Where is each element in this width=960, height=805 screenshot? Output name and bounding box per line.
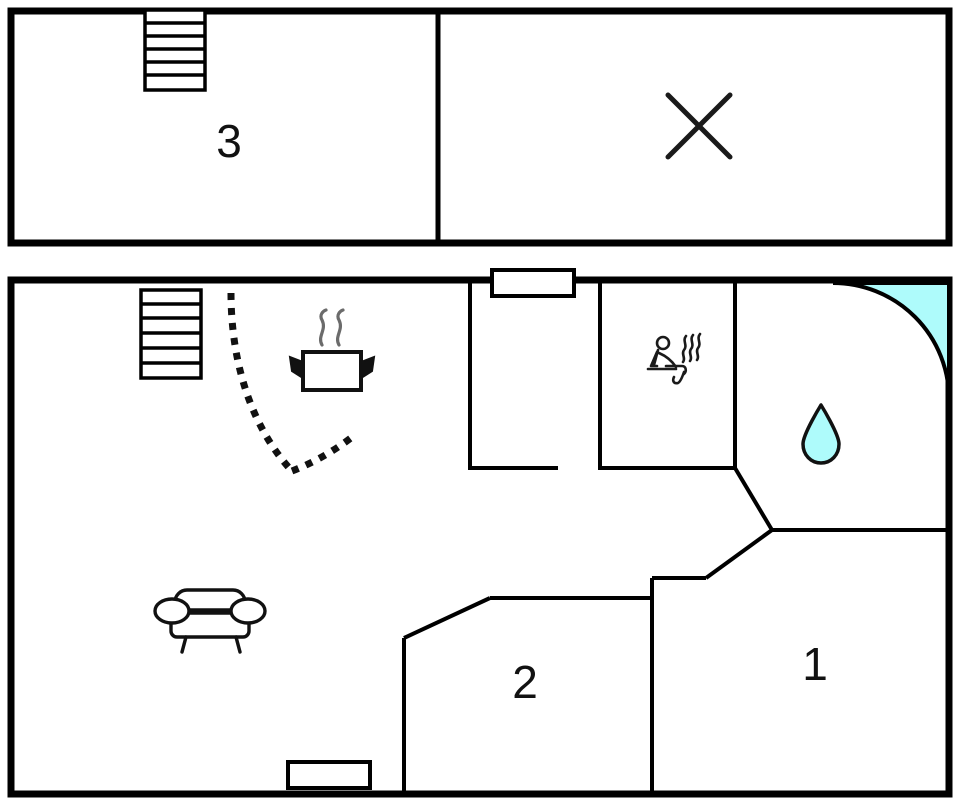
upper-level-group: 3 [7, 7, 953, 247]
stairs-icon [143, 8, 207, 92]
window-icon[interactable] [286, 760, 372, 790]
lower-level-interior-walls [402, 283, 949, 794]
room-label-1: 1 [802, 638, 828, 690]
sauna-person-icon [646, 332, 702, 385]
stairs-icon [139, 288, 203, 380]
room-label-2: 2 [512, 656, 538, 708]
lower-level-group: 1 2 [7, 268, 953, 798]
bathtub-corner-icon [832, 281, 951, 400]
cross-mark-icon [665, 92, 733, 160]
sofa-icon [153, 588, 267, 654]
door-swing-arc-icon [227, 292, 359, 475]
cooking-pot-icon [288, 308, 376, 392]
room-label-3: 3 [216, 115, 242, 167]
window-icon[interactable] [490, 268, 576, 298]
water-drop-icon [801, 403, 841, 465]
